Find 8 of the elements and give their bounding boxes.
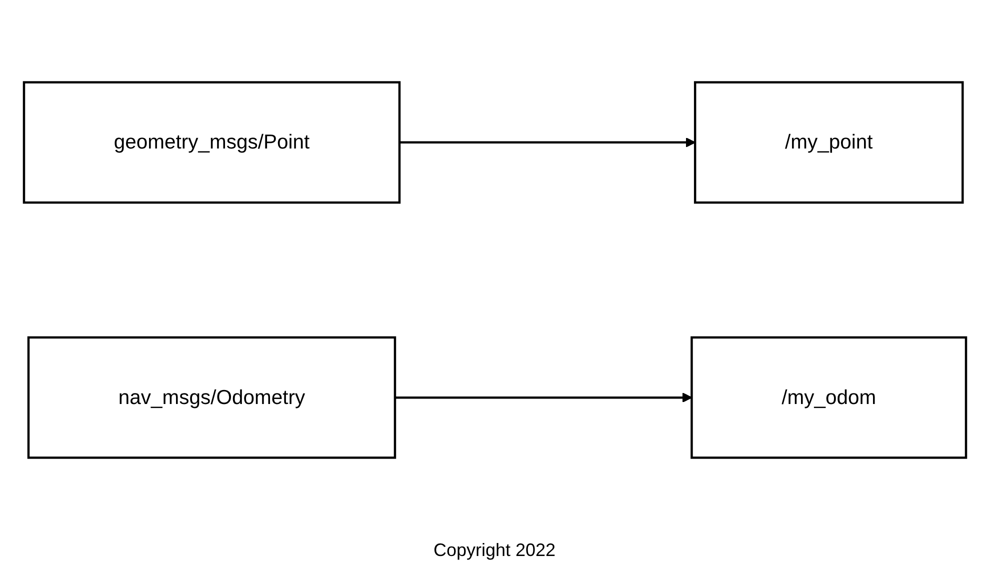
node-box [693,81,964,204]
node-box [22,81,400,204]
copyright-note: Copyright 2022 [432,540,557,561]
diagram: geometry_msgs/Point /my_point nav_msgs/Odometry /my_odom [14,5,974,535]
node-box [690,336,967,459]
arrow [394,392,692,403]
node-box [26,336,396,459]
arrow [398,137,696,148]
